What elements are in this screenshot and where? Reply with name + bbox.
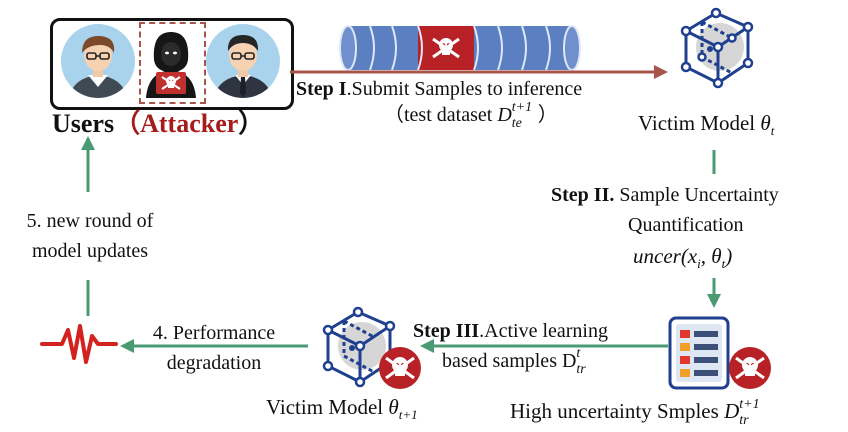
victim-model-bottom-label: Victim Model θt+1	[266, 395, 418, 423]
step2-arrow	[707, 150, 721, 308]
user-avatar-icon	[206, 24, 280, 98]
step4-arrow	[120, 339, 308, 353]
step2-label: Step II. Sample Uncertainty	[551, 184, 779, 206]
users-label: Users（Attacker）	[52, 109, 265, 138]
victim-model-top-label: Victim Model θt	[638, 111, 775, 139]
attacker-frame	[139, 22, 206, 104]
step2-formula: uncer(xi, θt)	[633, 244, 733, 272]
step1-arrow	[290, 65, 668, 79]
poison-skull-icon	[729, 347, 771, 389]
attacker-label: Attacker	[140, 109, 239, 138]
step1-label: Step I.Submit Samples to inference	[296, 78, 583, 100]
attacker-icon	[146, 32, 196, 98]
step3-line1: Step III.Active learning	[413, 320, 608, 342]
step2-line2: Quantification	[628, 214, 744, 236]
dataset-pipe-icon	[339, 25, 581, 71]
step4-line2: degradation	[166, 352, 262, 374]
step5-line2: model updates	[31, 240, 149, 262]
step5-arrow	[81, 136, 95, 316]
step3-arrow	[420, 339, 668, 353]
victim-model-cube-icon	[680, 7, 754, 89]
performance-pulse-icon	[40, 324, 118, 364]
users-group	[50, 18, 294, 110]
step4-line1: 4. Performance	[152, 322, 276, 344]
step5-line1: 5. new round of	[26, 210, 154, 232]
user-avatar-icon	[61, 24, 135, 98]
sample-list-icon	[668, 316, 730, 390]
poison-skull-icon	[379, 347, 421, 389]
